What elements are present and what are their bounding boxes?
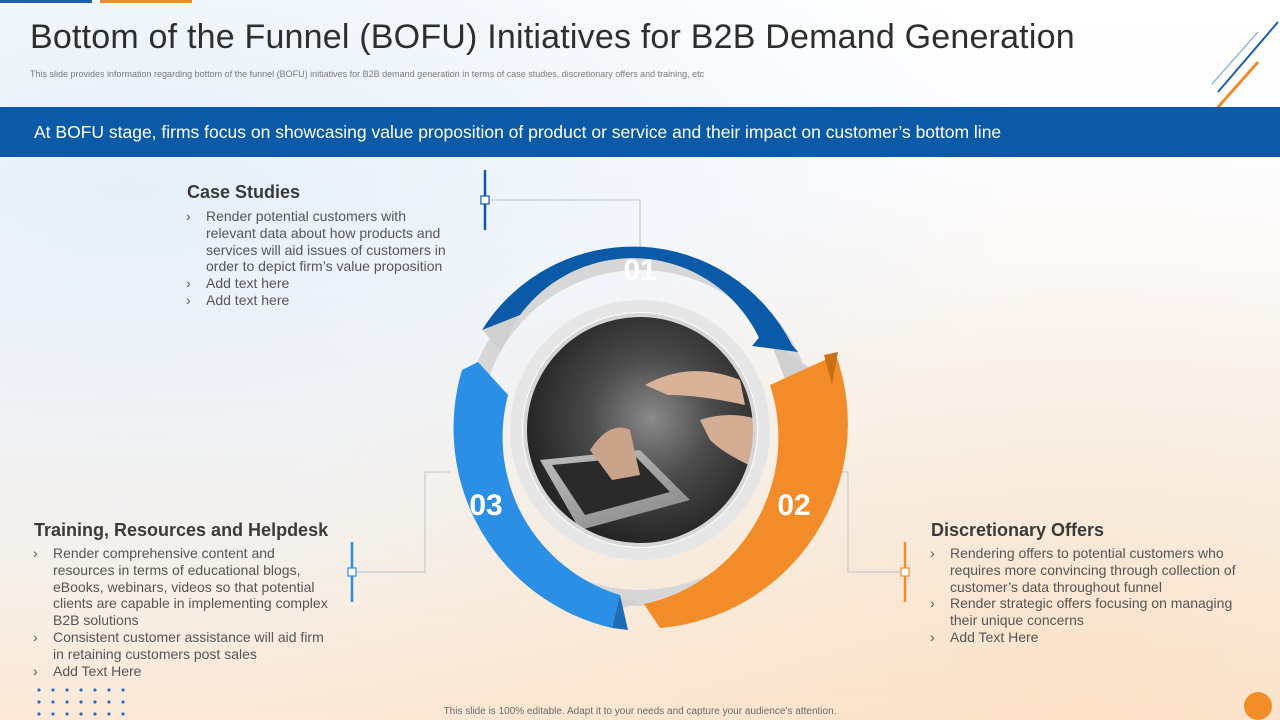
segment-03: [453, 362, 620, 628]
discretionary-offers-title: Discretionary Offers: [931, 520, 1105, 540]
list-item: Render comprehensive content and resourc…: [33, 545, 333, 629]
banner-text: At BOFU stage, firms focus on showcasing…: [34, 121, 1002, 142]
segment-02-label: 02: [777, 489, 810, 522]
training-list: Render comprehensive content and resourc…: [33, 545, 333, 679]
segment-02: [644, 355, 848, 628]
list-item: Render strategic offers focusing on mana…: [930, 595, 1250, 629]
ring-arrow-3: [483, 312, 520, 352]
decorative-orange-dot: [1244, 692, 1272, 720]
decorative-lines: [1210, 21, 1279, 115]
segment-02-shade: [824, 352, 838, 385]
segment-01-label: 01: [623, 254, 656, 287]
decorative-dots: [37, 688, 125, 716]
list-item: Add Text Here: [930, 629, 1250, 646]
list-item: Add text here: [186, 292, 454, 309]
list-item: Rendering offers to potential customers …: [930, 545, 1250, 595]
training-title: Training, Resources and Helpdesk: [34, 520, 329, 540]
list-item: Add text here: [186, 275, 454, 292]
connector-case-studies: [480, 170, 641, 252]
connector-training: [347, 471, 450, 602]
segment-03-shade: [612, 595, 628, 630]
photo-frame: [523, 313, 757, 547]
top-accent-blue: [0, 0, 92, 3]
segment-01-arrowhead: [752, 322, 798, 352]
footer-note: This slide is 100% editable. Adapt it to…: [443, 706, 837, 717]
segment-03-label: 03: [469, 489, 502, 522]
list-item: Consistent customer assistance will aid …: [33, 629, 333, 663]
key-message-banner: At BOFU stage, firms focus on showcasing…: [0, 107, 1280, 157]
page-title: Bottom of the Funnel (BOFU) Initiatives …: [30, 18, 1075, 56]
page-subtitle: This slide provides information regardin…: [30, 69, 705, 79]
case-studies-title: Case Studies: [187, 182, 301, 202]
segment-01: [482, 246, 792, 345]
laptop-photo: [525, 315, 755, 545]
connector-discretionary: [825, 471, 910, 602]
case-studies-list: Render potential customers with relevant…: [186, 208, 454, 309]
discretionary-offers-list: Rendering offers to potential customers …: [930, 545, 1250, 646]
list-item: Render potential customers with relevant…: [186, 208, 454, 275]
top-accent-orange: [100, 0, 192, 3]
list-item: Add Text Here: [33, 663, 333, 680]
